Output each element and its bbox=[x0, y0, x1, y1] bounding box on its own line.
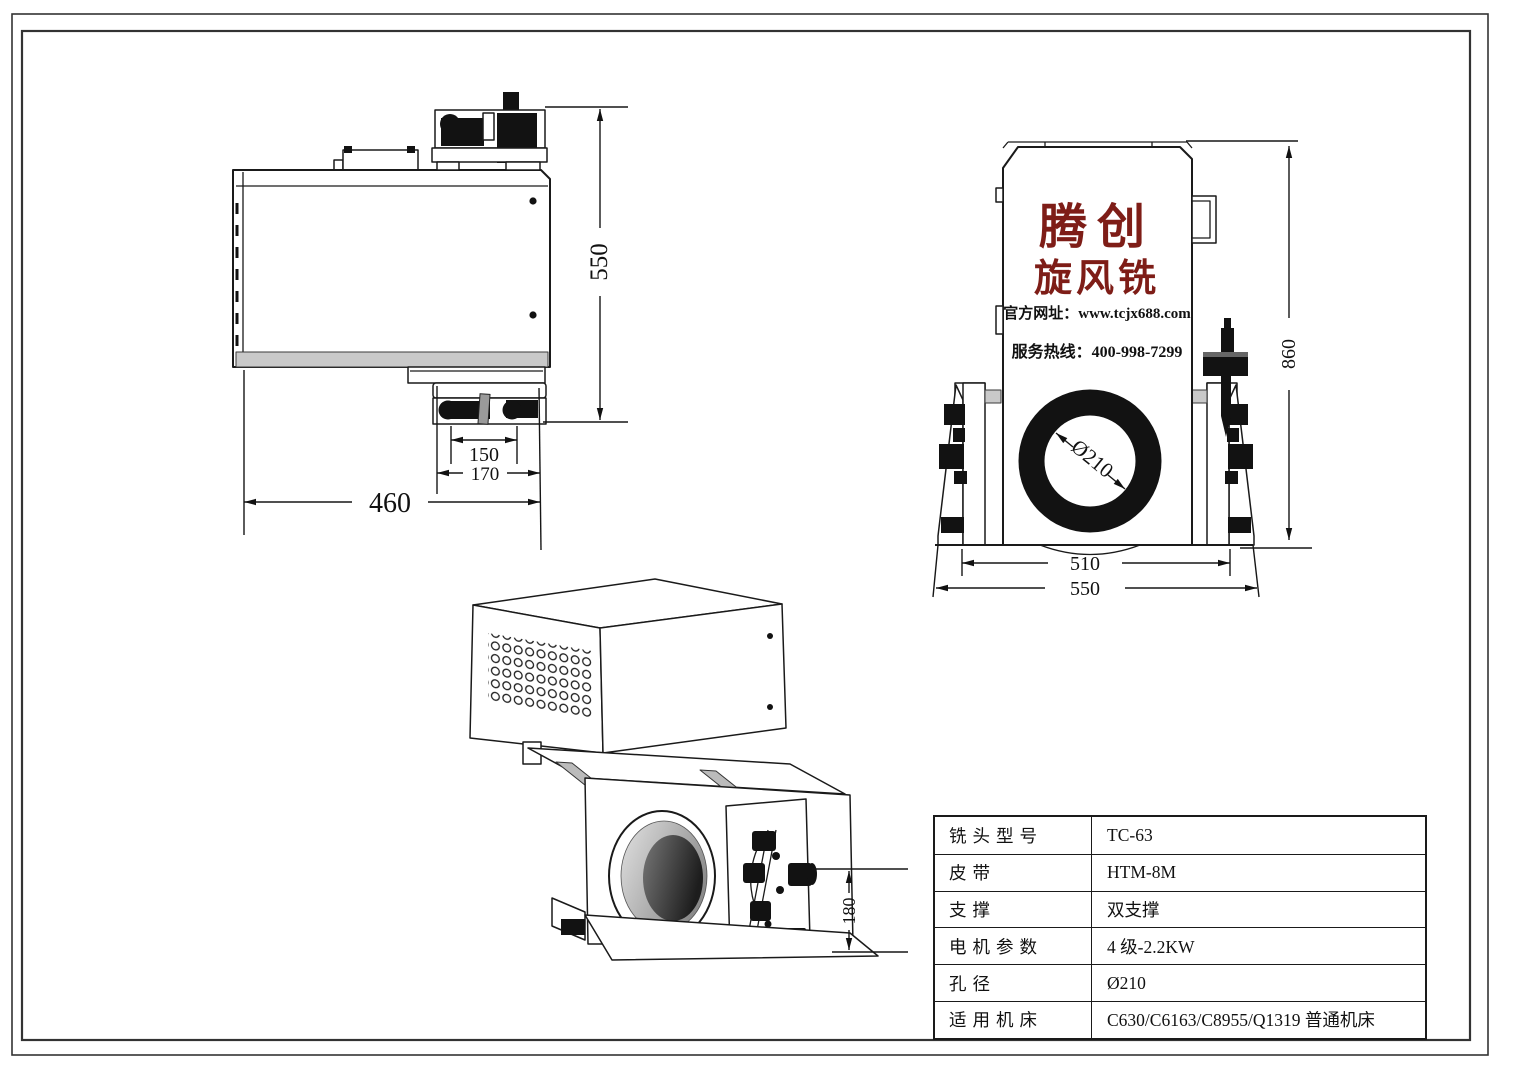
dim-860: 860 bbox=[1186, 140, 1312, 549]
spec-label: 孔径 bbox=[935, 965, 1092, 1001]
spec-value: TC-63 bbox=[1107, 824, 1153, 845]
iso-bore-inner bbox=[643, 835, 703, 921]
table-row: 电机参数 4 级-2.2KW bbox=[935, 927, 1425, 965]
dim-860-label: 860 bbox=[1278, 339, 1300, 369]
spec-label: 皮带 bbox=[935, 854, 1092, 891]
front-view: 腾创 旋风铣 官方网址：www.tcjx688.com 服务热线：400-998… bbox=[932, 140, 1312, 600]
spec-table: 铣头型号 TC-63 皮带 HTM-8M 支撑 双支撑 电机参数 4 级-2.2… bbox=[933, 815, 1427, 1040]
website-text: 官方网址：www.tcjx688.com bbox=[1003, 304, 1191, 322]
bottom-clamp bbox=[407, 366, 547, 425]
dim-150-label: 150 bbox=[469, 444, 499, 466]
table-row: 支撑 双支撑 bbox=[935, 890, 1425, 928]
side-view: 550 150 170 460 bbox=[232, 92, 628, 551]
spec-value: Ø210 bbox=[1107, 972, 1146, 993]
iso-view: 180 bbox=[469, 578, 908, 961]
dim-510-label: 510 bbox=[1070, 553, 1100, 575]
clamp-handle bbox=[1203, 318, 1248, 437]
top-handle bbox=[342, 149, 419, 172]
table-row: 皮带 HTM-8M bbox=[935, 853, 1425, 891]
base-plate bbox=[584, 914, 879, 961]
dim-170: 170 bbox=[436, 386, 542, 551]
spec-label: 适用机床 bbox=[935, 1001, 1092, 1038]
dim-460: 460 bbox=[243, 370, 540, 535]
brand-product: 旋风铣 bbox=[1034, 258, 1160, 300]
dim-550-side: 550 bbox=[543, 106, 628, 423]
screw-dot bbox=[529, 197, 537, 205]
table-row: 孔径 Ø210 bbox=[935, 964, 1425, 1001]
outer-frame bbox=[11, 13, 1489, 1056]
left-support bbox=[937, 382, 1002, 546]
hotline-text: 服务热线：400-998-7299 bbox=[1012, 342, 1183, 361]
dim-460-label: 460 bbox=[369, 488, 411, 519]
table-row: 铣头型号 TC-63 bbox=[935, 817, 1425, 854]
dim-180: 180 bbox=[812, 868, 908, 953]
dim-180-label: 180 bbox=[839, 898, 859, 925]
connector-box bbox=[1191, 195, 1217, 244]
box-right-face bbox=[599, 603, 787, 754]
spec-value: 4 级-2.2KW bbox=[1107, 936, 1195, 957]
top-clamp bbox=[431, 92, 548, 171]
brand-name: 腾创 bbox=[1039, 201, 1155, 254]
table-row: 适用机床 C630/C6163/C8955/Q1319 普通机床 bbox=[935, 1000, 1425, 1038]
dim-550-label: 550 bbox=[586, 243, 613, 281]
screw-dot bbox=[529, 311, 537, 319]
spec-value: C630/C6163/C8955/Q1319 普通机床 bbox=[1107, 1010, 1375, 1031]
spec-value: HTM-8M bbox=[1107, 862, 1177, 883]
spec-label: 支撑 bbox=[935, 891, 1092, 928]
spec-label: 电机参数 bbox=[935, 928, 1092, 965]
spec-label: 铣头型号 bbox=[935, 817, 1092, 854]
vent-holes bbox=[488, 633, 592, 719]
dim-150: 150 bbox=[450, 426, 518, 466]
dim-170-label: 170 bbox=[471, 464, 500, 485]
inner-frame bbox=[20, 29, 1472, 1042]
bottom-band bbox=[235, 351, 549, 368]
dim-550-front: 550 bbox=[932, 544, 1260, 600]
dim-510: 510 bbox=[961, 549, 1231, 576]
spec-value: 双支撑 bbox=[1107, 899, 1160, 920]
side-body bbox=[232, 169, 551, 368]
dim-550-front-label: 550 bbox=[1070, 578, 1100, 600]
